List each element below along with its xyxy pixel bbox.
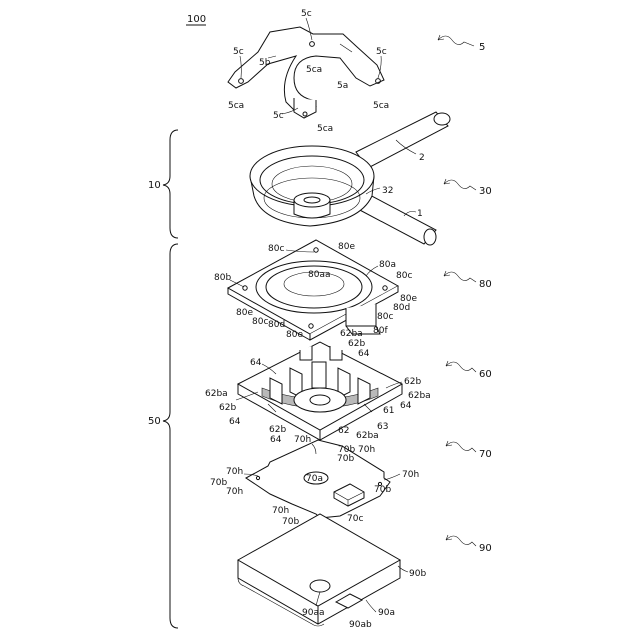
label-62ba-2: 62ba xyxy=(205,389,228,399)
label-70a: 70a xyxy=(306,474,323,484)
label-80e-3: 80e xyxy=(236,308,253,318)
label-1: 1 xyxy=(417,209,423,219)
label-62ba-1: 62ba xyxy=(340,329,363,339)
label-90b: 90b xyxy=(409,569,426,579)
label-63: 63 xyxy=(377,422,388,432)
label-32: 32 xyxy=(382,186,393,196)
label-62ba-4: 62ba xyxy=(356,431,379,441)
label-70h-5: 70h xyxy=(226,487,243,497)
label-62: 62 xyxy=(338,426,349,436)
label-70b-3: 70b xyxy=(210,478,227,488)
label-90ab: 90ab xyxy=(349,620,372,630)
label-5b: 5b xyxy=(259,58,271,68)
group-bracket-upper xyxy=(163,130,178,238)
label-2: 2 xyxy=(419,153,425,163)
figure-number: 100 xyxy=(187,14,206,25)
label-80e-1: 80e xyxy=(338,242,355,252)
label-64-3: 64 xyxy=(400,401,412,411)
label-70c: 70c xyxy=(347,514,363,524)
label-70b-4: 70b xyxy=(282,517,299,527)
label-5ca-right: 5ca xyxy=(373,101,389,111)
label-80aa: 80aa xyxy=(308,270,330,280)
label-90a: 90a xyxy=(378,608,395,618)
component-label-60: 60 xyxy=(479,369,492,380)
group-bracket-lower xyxy=(163,244,178,628)
label-64-2: 64 xyxy=(358,349,370,359)
label-70h-3: 70h xyxy=(226,467,243,477)
label-70h-4: 70h xyxy=(402,470,419,480)
component-label-30: 30 xyxy=(479,186,492,197)
label-5a: 5a xyxy=(337,81,348,91)
component-label-90: 90 xyxy=(479,543,492,554)
label-80b: 80b xyxy=(214,273,231,283)
label-80c-3: 80c xyxy=(377,312,393,322)
group-label-lower: 50 xyxy=(148,416,161,427)
label-90aa: 90aa xyxy=(302,608,324,618)
fan-housing-30 xyxy=(250,112,450,245)
label-70b-5: 70b xyxy=(374,485,391,495)
label-62ba-3: 62ba xyxy=(408,391,431,401)
label-64-4: 64 xyxy=(229,417,241,427)
label-80f: 80f xyxy=(373,326,388,336)
label-62b-3: 62b xyxy=(219,403,236,413)
label-64-1: 64 xyxy=(250,358,262,368)
label-80a: 80a xyxy=(379,260,396,270)
label-80d-1: 80d xyxy=(393,303,410,313)
label-5c-left: 5c xyxy=(233,47,244,57)
label-5ca-bottom: 5ca xyxy=(317,124,333,134)
label-62b-4: 62b xyxy=(269,425,286,435)
group-label-upper: 10 xyxy=(148,180,161,191)
label-80c-2: 80c xyxy=(396,271,412,281)
label-70h-2: 70h xyxy=(358,445,375,455)
component-label-80: 80 xyxy=(479,279,492,290)
label-5c-right: 5c xyxy=(376,47,387,57)
label-61: 61 xyxy=(383,406,394,416)
label-5c-top: 5c xyxy=(301,9,312,19)
label-62b-1: 62b xyxy=(348,339,365,349)
label-80e-4: 80e xyxy=(286,330,303,340)
label-5ca-left: 5ca xyxy=(228,101,244,111)
label-70b-1: 70b xyxy=(337,454,354,464)
label-62b-2: 62b xyxy=(404,377,421,387)
label-80c-1: 80c xyxy=(268,244,284,254)
label-70h-6: 70h xyxy=(272,506,289,516)
component-callouts xyxy=(438,35,476,546)
component-label-70: 70 xyxy=(479,449,492,460)
component-label-5: 5 xyxy=(479,42,485,53)
label-64-5: 64 xyxy=(270,435,282,445)
label-5c-bottom: 5c xyxy=(273,111,284,121)
label-5ca-mid: 5ca xyxy=(306,65,322,75)
label-80c-4: 80c xyxy=(252,317,268,327)
label-80d-2: 80d xyxy=(268,320,285,330)
label-70h-1: 70h xyxy=(294,435,311,445)
